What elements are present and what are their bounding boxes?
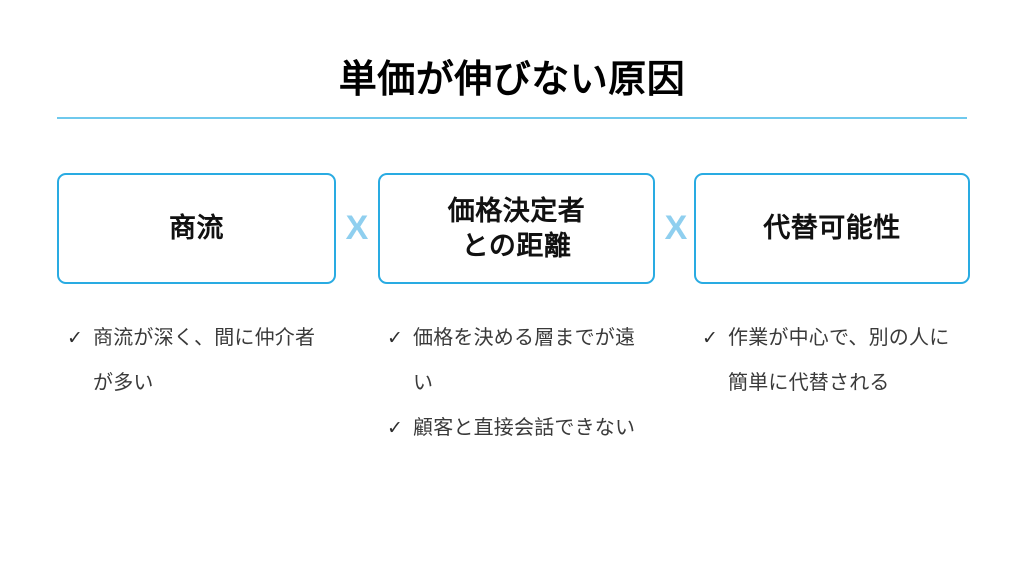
bullet-text: 商流が深く、間に仲介者が多い [93, 327, 316, 394]
concept-box-daitai-kanousei[interactable]: 代替可能性 [694, 173, 970, 284]
concept-box-label: 代替可能性 [763, 213, 901, 244]
concept-box-shouryu[interactable]: 商流 [57, 173, 336, 284]
list-item: ✓ 価格を決める層までが遠い [387, 316, 649, 406]
concept-box-label: 商流 [169, 213, 224, 244]
list-item: ✓ 商流が深く、間に仲介者が多い [67, 316, 329, 406]
bullet-text: 作業が中心で、別の人に簡単に代替される [728, 327, 950, 394]
page-title: 単価が伸びない原因 [338, 59, 686, 101]
check-icon: ✓ [67, 328, 83, 349]
bullet-column-3: ✓ 作業が中心で、別の人に簡単に代替される [702, 316, 964, 406]
list-item: ✓ 顧客と直接会話できない [387, 406, 649, 451]
check-icon: ✓ [702, 328, 718, 349]
multiply-icon: X [345, 209, 369, 247]
multiply-icon: X [664, 209, 688, 247]
check-icon: ✓ [387, 328, 403, 349]
bullet-text: 価格を決める層までが遠い [413, 327, 636, 394]
concept-box-kakaku-kettei-sha[interactable]: 価格決定者 との距離 [378, 173, 655, 284]
check-icon: ✓ [387, 418, 403, 439]
bullet-columns: ✓ 商流が深く、間に仲介者が多い ✓ 価格を決める層までが遠い ✓ 顧客と直接会… [57, 316, 970, 516]
list-item: ✓ 作業が中心で、別の人に簡単に代替される [702, 316, 964, 406]
formula-row: 商流 X 価格決定者 との距離 X 代替可能性 [57, 173, 970, 284]
title-divider [57, 117, 967, 119]
bullet-text: 顧客と直接会話できない [413, 417, 636, 439]
bullet-column-1: ✓ 商流が深く、間に仲介者が多い [67, 316, 329, 406]
bullet-column-2: ✓ 価格を決める層までが遠い ✓ 顧客と直接会話できない [387, 316, 649, 451]
concept-box-label: 価格決定者 との距離 [447, 195, 586, 261]
